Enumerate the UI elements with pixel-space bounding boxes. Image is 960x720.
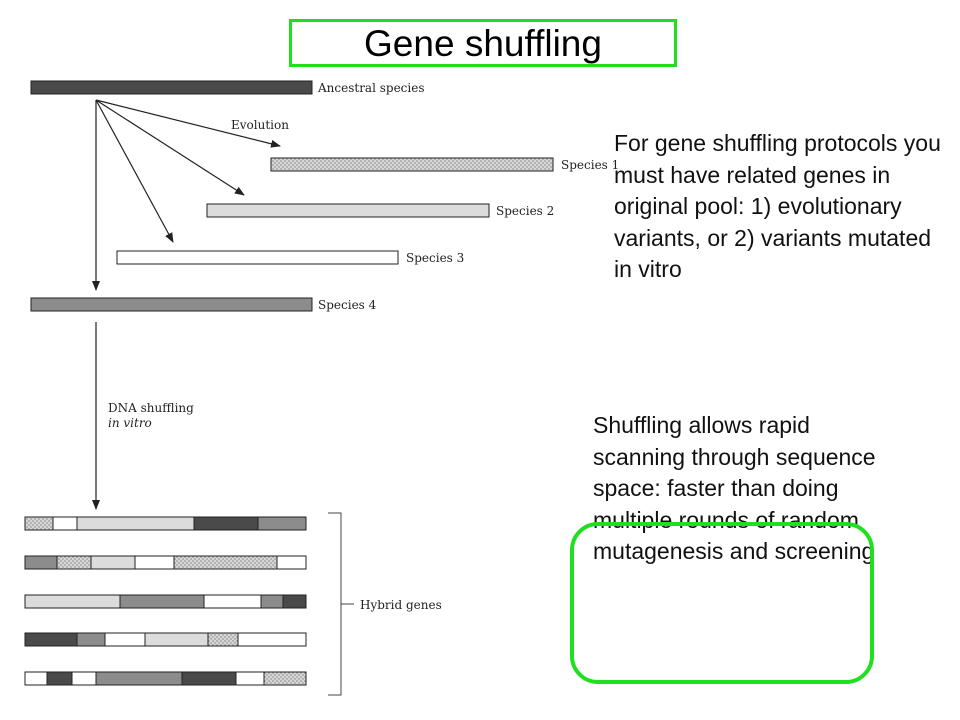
hybrid-gene-1: [24, 516, 307, 531]
hybrid-gene-4: [24, 632, 307, 647]
ancestral-species-bar: [30, 80, 313, 95]
evolution-label: Evolution: [231, 118, 289, 132]
species-1-bar: [270, 157, 554, 172]
hybrid-genes-label: Hybrid genes: [360, 598, 442, 612]
species-3-label: Species 3: [406, 251, 464, 265]
species-4-bar: [30, 297, 313, 312]
species-1-label: Species 1: [561, 158, 619, 172]
note-shuffling-advantage: Shuffling allows rapid scanning through …: [593, 412, 876, 564]
in-vitro-label: in vitro: [108, 416, 152, 430]
species-4-label: Species 4: [318, 298, 377, 312]
evolution-arrow-species-2: [95, 99, 245, 196]
note-related-genes: For gene shuffling protocols you must ha…: [614, 130, 941, 282]
species-2-bar: [206, 203, 490, 218]
hybrid-genes-bracket: [328, 512, 342, 696]
hybrid-gene-2: [24, 555, 307, 570]
highlight-oval: [570, 522, 874, 684]
hybrid-gene-5: [24, 671, 307, 686]
slide-title: Gene shuffling: [364, 23, 602, 64]
species-3-bar: [116, 250, 399, 265]
title-frame: [289, 19, 677, 67]
evolution-arrow-species-1: [95, 99, 281, 148]
dna-shuffling-label: DNA shuffling: [108, 401, 194, 415]
evolution-arrow-species-3: [95, 99, 174, 243]
species-2-label: Species 2: [496, 204, 554, 218]
hybrid-gene-3: [24, 594, 307, 609]
ancestral-species-label: Ancestral species: [317, 81, 425, 95]
